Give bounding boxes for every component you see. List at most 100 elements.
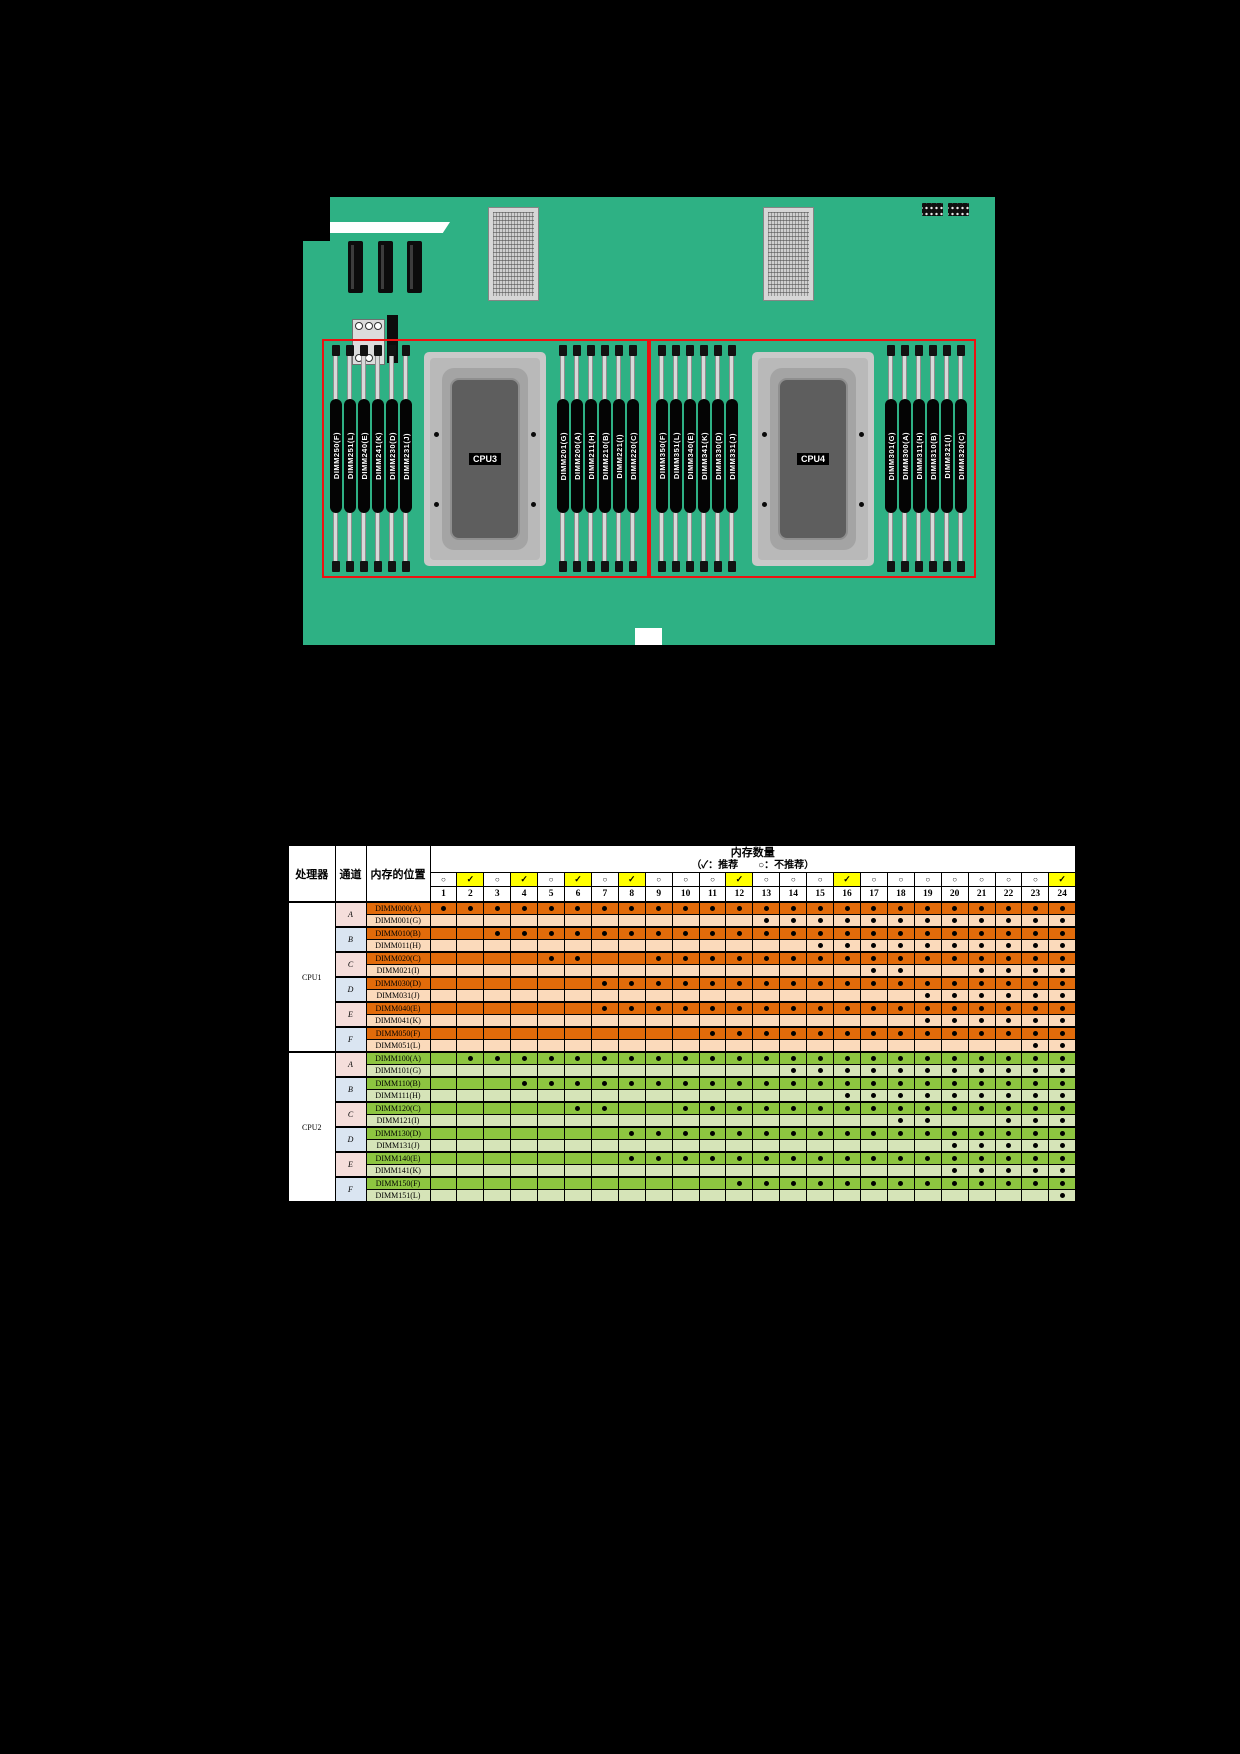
dimm-count-cell: 21	[967, 886, 996, 903]
dimm-position-cell: DIMM100(A)	[365, 1051, 431, 1065]
populated-dot-icon	[844, 943, 850, 948]
populated-dot-icon	[1059, 931, 1065, 936]
populated-dot-icon	[1005, 1056, 1011, 1061]
populated-dot-icon	[979, 1081, 985, 1086]
population-cell	[590, 976, 619, 990]
dimm-slot: DIMM321(I)	[940, 345, 954, 572]
population-cell	[779, 1026, 808, 1040]
population-cell	[860, 989, 888, 1003]
populated-dot-icon	[575, 956, 581, 961]
population-cell	[537, 1076, 566, 1090]
population-cell	[994, 1014, 1023, 1028]
population-cell	[644, 901, 673, 915]
population-cell	[1048, 1076, 1077, 1090]
population-cell	[806, 1039, 835, 1053]
populated-dot-icon	[979, 1143, 985, 1148]
populated-dot-icon	[629, 981, 635, 986]
populated-dot-icon	[844, 931, 850, 936]
populated-dot-icon	[898, 1068, 904, 1073]
population-cell	[510, 926, 539, 940]
populated-dot-icon	[763, 956, 769, 961]
population-cell	[456, 1126, 485, 1140]
populated-dot-icon	[1032, 1031, 1038, 1036]
population-cell	[725, 1026, 754, 1040]
populated-dot-icon	[763, 981, 769, 986]
table-row: DIMM101(G)	[288, 1064, 1077, 1078]
dimm-slot-label: DIMM340(E)	[684, 399, 696, 513]
population-cell	[967, 1101, 996, 1115]
populated-dot-icon	[1059, 1043, 1065, 1048]
populated-dot-icon	[925, 1068, 931, 1073]
populated-dot-icon	[790, 956, 796, 961]
population-cell	[833, 1039, 861, 1053]
population-cell	[483, 976, 512, 990]
populated-dot-icon	[1032, 918, 1038, 923]
populated-dot-icon	[844, 906, 850, 911]
position-header: 内存的位置	[365, 844, 431, 903]
populated-dot-icon	[817, 1081, 823, 1086]
population-cell	[725, 1139, 754, 1153]
dimm-slot-clip	[728, 345, 736, 356]
dimm-slot-clip	[587, 345, 595, 356]
populated-dot-icon	[952, 1156, 958, 1161]
population-cell	[483, 1114, 512, 1128]
population-cell	[752, 1101, 781, 1115]
populated-dot-icon	[467, 906, 473, 911]
population-cell	[752, 1039, 781, 1053]
dimm-slot: DIMM240(E)	[357, 345, 371, 572]
populated-dot-icon	[1032, 968, 1038, 973]
populated-dot-icon	[736, 1056, 742, 1061]
population-cell	[967, 1126, 996, 1140]
population-cell	[698, 939, 727, 953]
populated-dot-icon	[871, 1093, 877, 1098]
dimm-slot-clip	[901, 345, 909, 356]
populated-dot-icon	[844, 918, 850, 923]
populated-dot-icon	[1059, 1093, 1065, 1098]
population-cell	[617, 1026, 646, 1040]
population-cell	[1021, 939, 1050, 953]
population-cell	[779, 1089, 808, 1103]
population-cell	[886, 1026, 915, 1040]
population-cell	[940, 989, 969, 1003]
population-cell	[456, 951, 485, 965]
table-row: DIMM021(I)	[288, 964, 1077, 978]
population-cell	[940, 1014, 969, 1028]
populated-dot-icon	[844, 1006, 850, 1011]
populated-dot-icon	[790, 906, 796, 911]
populated-dot-icon	[871, 1081, 877, 1086]
populated-dot-icon	[548, 956, 554, 961]
population-cell	[698, 1151, 727, 1165]
population-cell	[456, 1151, 485, 1165]
populated-dot-icon	[440, 906, 446, 911]
population-cell	[1048, 951, 1077, 965]
population-cell	[1048, 1164, 1077, 1178]
dimm-slot-label-text: DIMM200(A)	[572, 432, 582, 480]
population-cell	[860, 1014, 888, 1028]
population-cell	[564, 1064, 592, 1078]
population-cell	[806, 1126, 835, 1140]
dimm-slot-clip	[672, 345, 680, 356]
population-cell	[1021, 926, 1050, 940]
population-cell	[967, 1051, 996, 1065]
population-cell	[752, 1089, 781, 1103]
population-cell	[429, 1076, 458, 1090]
populated-dot-icon	[952, 1143, 958, 1148]
population-cell	[725, 1114, 754, 1128]
channel-cell: E	[334, 1151, 367, 1178]
populated-dot-icon	[871, 956, 877, 961]
populated-dot-icon	[844, 1068, 850, 1073]
populated-dot-icon	[710, 1031, 716, 1036]
populated-dot-icon	[1032, 1006, 1038, 1011]
population-cell	[590, 1139, 619, 1153]
population-cell	[806, 901, 835, 915]
population-cell	[698, 1189, 727, 1203]
dimm-position-cell: DIMM051(L)	[365, 1039, 431, 1053]
population-cell	[564, 1089, 592, 1103]
population-cell	[725, 964, 754, 978]
population-cell	[994, 1026, 1023, 1040]
population-cell	[456, 989, 485, 1003]
channel-cell: D	[334, 1126, 367, 1153]
population-cell	[994, 1126, 1023, 1140]
